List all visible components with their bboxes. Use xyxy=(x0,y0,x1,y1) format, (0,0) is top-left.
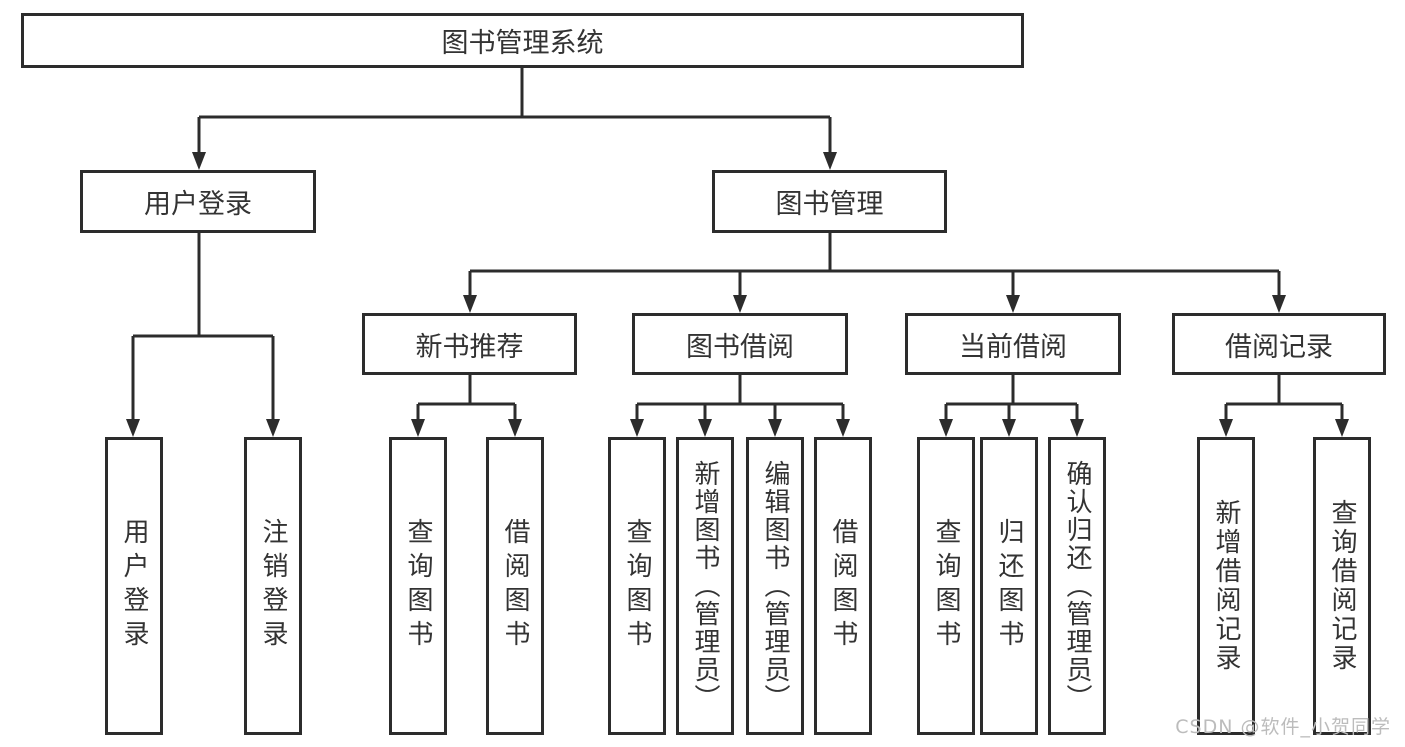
leaf-user-login: 用户登录 xyxy=(105,437,163,735)
leaf-label: 确认归还（管理员） xyxy=(1062,460,1092,712)
leaf-label: 查询图书 xyxy=(622,518,652,654)
leaf-add-borrow-record: 新增借阅记录 xyxy=(1197,437,1255,735)
leaf-confirm-return-admin: 确认归还（管理员） xyxy=(1048,437,1106,735)
leaf-label: 借阅图书 xyxy=(828,518,858,654)
node-label: 借阅记录 xyxy=(1225,331,1333,363)
node-label: 图书借阅 xyxy=(686,331,794,363)
connector-book-management-to-level3 xyxy=(463,233,1286,313)
node-user-login: 用户登录 xyxy=(80,170,316,233)
leaf-label: 编辑图书（管理员） xyxy=(760,460,790,712)
leaf-label: 新增图书（管理员） xyxy=(690,460,720,712)
leaf-return-books: 归还图书 xyxy=(980,437,1038,735)
node-label: 当前借阅 xyxy=(959,331,1067,363)
leaf-query-borrow-record: 查询借阅记录 xyxy=(1313,437,1371,735)
node-book-borrowing: 图书借阅 xyxy=(632,313,848,375)
node-library-management-system: 图书管理系统 xyxy=(21,13,1024,68)
leaf-edit-books-admin: 编辑图书（管理员） xyxy=(746,437,804,735)
connector-book-borrowing-children xyxy=(630,375,850,437)
connector-borrowing-records-children xyxy=(1219,375,1349,437)
leaf-label: 归还图书 xyxy=(994,518,1024,654)
node-label: 新书推荐 xyxy=(415,331,524,363)
leaf-borrow-books-borrowing: 借阅图书 xyxy=(814,437,872,735)
leaf-query-books-borrowing: 查询图书 xyxy=(608,437,666,735)
connector-user-login-children xyxy=(126,233,280,437)
connector-new-book-children xyxy=(411,375,522,437)
leaf-label: 借阅图书 xyxy=(500,518,530,654)
leaf-query-books-newbook: 查询图书 xyxy=(389,437,447,735)
leaf-label: 用户登录 xyxy=(119,518,149,654)
node-new-book-recommendation: 新书推荐 xyxy=(362,313,577,375)
node-label: 图书管理系统 xyxy=(441,28,604,59)
leaf-query-books-current: 查询图书 xyxy=(917,437,975,735)
leaf-label: 查询图书 xyxy=(403,518,433,654)
node-current-borrowing: 当前借阅 xyxy=(905,313,1121,375)
leaf-add-books-admin: 新增图书（管理员） xyxy=(676,437,734,735)
leaf-borrow-books-newbook: 借阅图书 xyxy=(486,437,544,735)
node-label: 用户登录 xyxy=(144,189,252,220)
node-borrowing-records: 借阅记录 xyxy=(1172,313,1386,375)
csdn-watermark: CSDN @软件_小贺同学 xyxy=(1175,716,1391,738)
leaf-label: 新增借阅记录 xyxy=(1211,499,1241,673)
node-book-management: 图书管理 xyxy=(712,170,947,233)
connector-root-to-level2 xyxy=(192,68,837,170)
leaf-label: 注销登录 xyxy=(258,518,288,654)
connector-current-borrowing-children xyxy=(939,375,1084,437)
leaf-label: 查询借阅记录 xyxy=(1327,499,1357,673)
leaf-logout-login: 注销登录 xyxy=(244,437,302,735)
node-label: 图书管理 xyxy=(775,189,884,220)
leaf-label: 查询图书 xyxy=(931,518,961,654)
